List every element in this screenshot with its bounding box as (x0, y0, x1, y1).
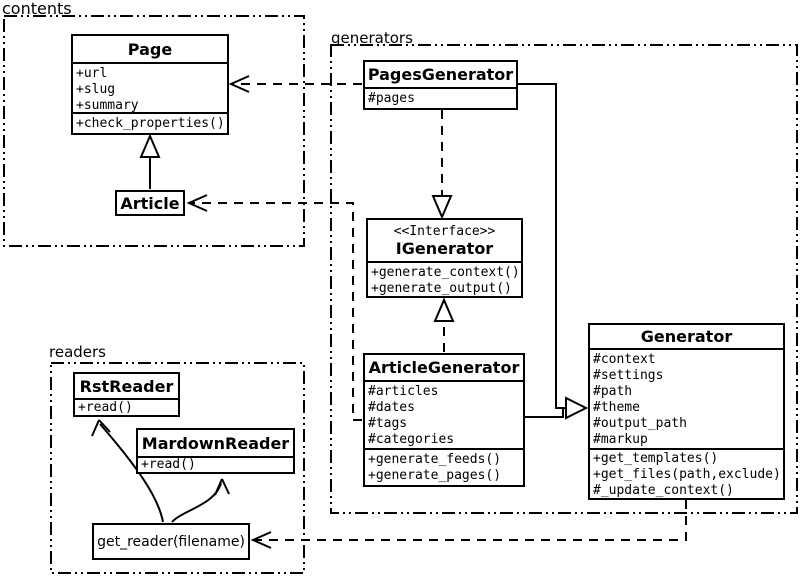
attribute: #context (593, 352, 656, 367)
realization-triangle-icon (431, 195, 453, 220)
inheritance-triangle-icon (565, 396, 589, 420)
open-arrowhead-icon (214, 478, 230, 496)
class-title: RstReader (75, 374, 178, 400)
attribute: #pages (368, 91, 415, 106)
method: +generate_context() (371, 265, 520, 280)
contents-package-border (3, 15, 305, 247)
attributes-section: #pages (365, 89, 516, 108)
method: +check_properties() (76, 116, 225, 131)
methods-section: +generate_context() +generate_output() (368, 263, 521, 296)
class-title: PagesGenerator (365, 62, 516, 89)
attribute: +url (76, 66, 108, 81)
method: #_update_context() (593, 483, 734, 498)
open-arrowhead-icon (250, 531, 272, 549)
method: +get_templates() (593, 451, 719, 466)
attribute: #dates (368, 400, 415, 415)
methods-section: +read() (138, 458, 293, 472)
class-title: ArticleGenerator (365, 355, 523, 382)
function-label: get_reader(filename) (97, 533, 245, 550)
readers-package-border (50, 362, 305, 574)
attribute: #path (593, 384, 633, 399)
getreader-to-rstreader-curve (99, 423, 164, 523)
attribute: +slug (76, 82, 116, 97)
interface-igenerator: <<Interface>> IGenerator +generate_conte… (366, 218, 523, 298)
method: +read() (141, 458, 196, 472)
class-page: Page +url +slug +summary +check_properti… (71, 34, 229, 135)
methods-section: +get_templates() +get_files(path,exclude… (590, 450, 783, 498)
attribute: #markup (593, 432, 648, 447)
contents-package-label: contents (2, 0, 72, 18)
attribute: #tags (368, 416, 408, 431)
articlegenerator-to-generator-inheritance-line (525, 408, 564, 418)
methods-section: +read() (75, 400, 178, 415)
attributes-section: #articles #dates #tags #categories (365, 382, 523, 450)
class-title: MardownReader (138, 430, 293, 458)
attributes-section: #context #settings #path #theme #output_… (590, 350, 783, 450)
class-title: IGenerator (395, 238, 494, 258)
method: +generate_output() (371, 281, 512, 296)
attribute: #articles (368, 384, 439, 399)
class-title: Page (73, 36, 227, 64)
attribute: #settings (593, 368, 664, 383)
attribute: #theme (593, 400, 640, 415)
open-arrowhead-icon (186, 194, 208, 212)
articlegenerator-to-article-dependency-line (190, 202, 362, 421)
generators-package-border (330, 44, 798, 514)
method: +get_files(path,exclude) (593, 467, 781, 482)
class-mardownreader: MardownReader +read() (136, 428, 295, 474)
open-arrowhead-icon (91, 419, 111, 437)
readers-package-label: readers (49, 343, 106, 361)
class-title: Article (120, 193, 180, 213)
open-arrowhead-icon (228, 75, 250, 93)
generators-package-label: generators (331, 29, 413, 47)
method: +generate_pages() (368, 468, 502, 483)
methods-section: +check_properties() (73, 114, 227, 133)
method: +read() (78, 400, 133, 415)
class-article: Article (115, 190, 185, 216)
attribute: +summary (76, 98, 139, 113)
pagesgenerator-to-generator-inheritance-line (518, 83, 566, 409)
getreader-to-mardownreader-curve (171, 482, 222, 523)
class-generator: Generator #context #settings #path #them… (588, 323, 785, 500)
function-get-reader: get_reader(filename) (92, 523, 250, 560)
attributes-section: +url +slug +summary (73, 64, 227, 114)
class-articlegenerator: ArticleGenerator #articles #dates #tags … (363, 353, 525, 487)
attribute: #categories (368, 432, 455, 447)
class-rstreader: RstReader +read() (73, 372, 180, 417)
class-pagesgenerator: PagesGenerator #pages (363, 60, 518, 110)
method: +generate_feeds() (368, 452, 502, 467)
class-title: Generator (590, 325, 783, 350)
attribute: #output_path (593, 416, 687, 431)
interface-header: <<Interface>> IGenerator (368, 220, 521, 263)
realization-triangle-icon (433, 297, 455, 322)
stereotype-label: <<Interface>> (393, 223, 496, 239)
inheritance-triangle-icon (139, 133, 161, 158)
methods-section: +generate_feeds() +generate_pages() (365, 450, 523, 485)
generator-to-getreader-dependency-line (254, 500, 687, 541)
